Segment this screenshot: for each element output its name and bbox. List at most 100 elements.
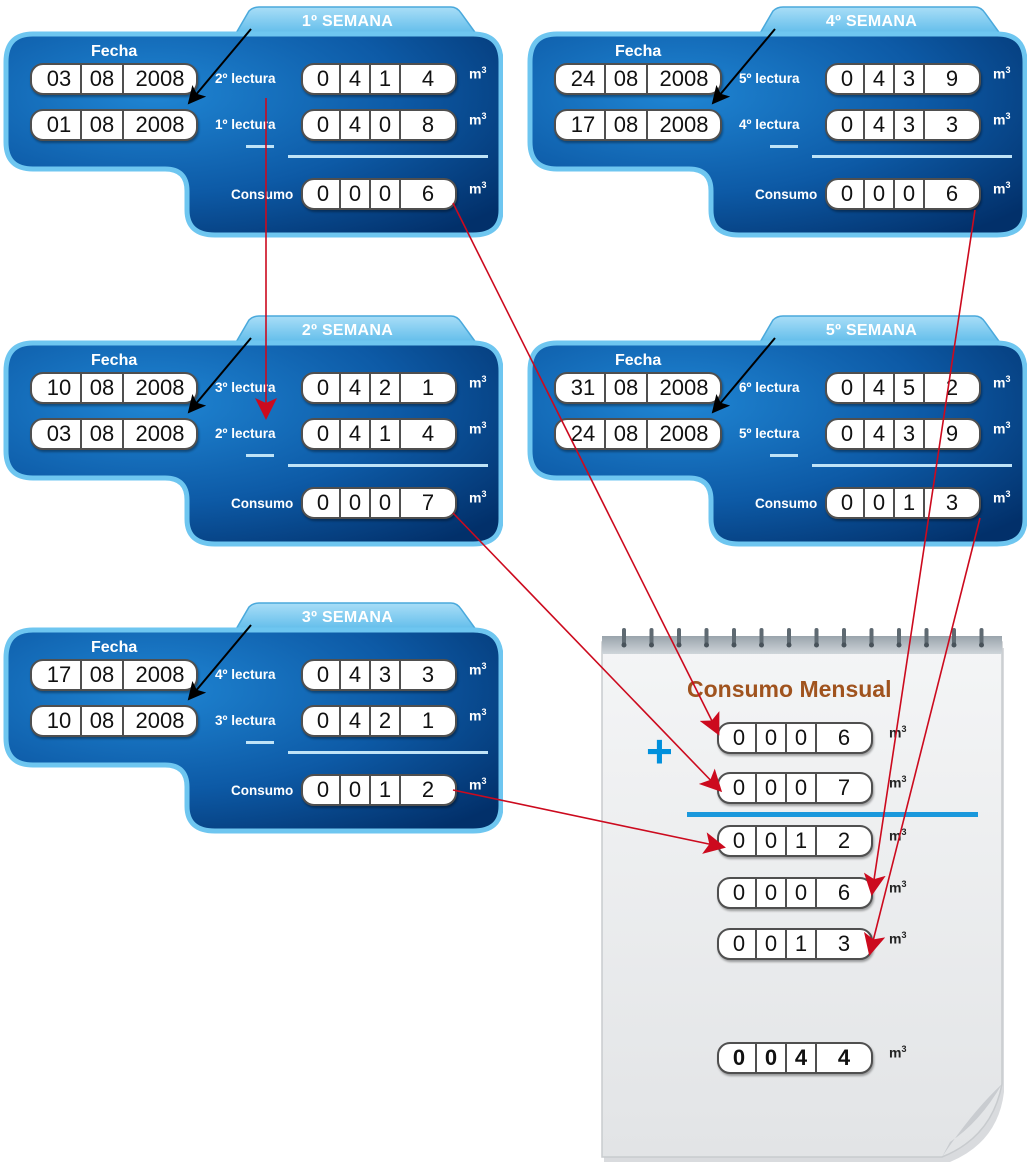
date-old-cell: 2008 (646, 420, 720, 448)
monthly-row-cell: 0 (732, 931, 746, 956)
reading-old-cell: 0 (316, 421, 330, 446)
plus-sign: + (646, 725, 673, 777)
consumo-value-cell: 1 (369, 776, 399, 804)
date-new-cell: 03 (46, 66, 72, 91)
monthly-row-cell: 7 (815, 774, 871, 802)
consumo-value-cell: 0 (339, 776, 369, 804)
monthly-total-cell: 4 (785, 1044, 815, 1072)
spiral-hole (841, 642, 847, 648)
consumo-label: Consumo (755, 187, 818, 202)
unit-label: m3 (469, 111, 487, 128)
consumo-value-cell: 7 (399, 489, 455, 517)
sum-line (687, 812, 978, 817)
reading-new-cell: 0 (316, 662, 330, 687)
reading-new-cell: 4 (339, 661, 369, 689)
unit-label: m3 (469, 776, 487, 793)
unit-label: m3 (993, 420, 1011, 437)
monthly-row-cell: 0 (755, 774, 785, 802)
date-new-cell: 08 (80, 661, 122, 689)
consumo-value-cell: 0 (339, 489, 369, 517)
reading-new-cell: 2 (369, 374, 399, 402)
consumo-value-cell: 0 (316, 777, 330, 802)
monthly-row-cell: 6 (815, 724, 871, 752)
divider-long (288, 155, 488, 158)
divider-short (770, 145, 798, 148)
reading-old-label: 3º lectura (215, 713, 276, 728)
unit-label: m3 (469, 661, 487, 678)
divider-long (812, 155, 1012, 158)
fecha-label: Fecha (615, 43, 662, 60)
reading-old-cell: 4 (399, 420, 455, 448)
unit-label: m3 (889, 930, 907, 947)
consumo-value-cell: 6 (399, 180, 455, 208)
date-new-cell: 2008 (122, 65, 196, 93)
date-new-cell: 10 (46, 375, 72, 400)
divider-short (246, 454, 274, 457)
consumo-label: Consumo (755, 496, 818, 511)
reading-old-cell: 4 (339, 111, 369, 139)
monthly-row-cell: 0 (732, 775, 746, 800)
monthly-row-cell: 6 (815, 879, 871, 907)
monthly-row-cell: 0 (732, 880, 746, 905)
reading-old-cell: 4 (339, 707, 369, 735)
consumo-label: Consumo (231, 783, 294, 798)
reading-new-cell: 4 (863, 374, 893, 402)
date-new-cell: 08 (604, 65, 646, 93)
date-old-cell: 17 (570, 112, 596, 137)
spiral-hole (759, 642, 764, 648)
fecha-label: Fecha (91, 43, 138, 60)
reading-old-cell: 9 (923, 420, 979, 448)
spiral-hole (951, 642, 957, 648)
date-old-cell: 03 (46, 421, 72, 446)
week-title: 4º SEMANA (825, 13, 918, 30)
unit-label: m3 (469, 489, 487, 506)
monthly-row-cell: 0 (755, 879, 785, 907)
reading-new-cell: 4 (339, 65, 369, 93)
reading-new-cell: 3 (399, 661, 455, 689)
fecha-label: Fecha (91, 639, 138, 656)
consumo-value-cell: 1 (893, 489, 923, 517)
date-old-cell: 2008 (122, 420, 196, 448)
monthly-total-cell: 0 (732, 1045, 746, 1070)
reading-old-cell: 3 (893, 111, 923, 139)
date-new-cell: 2008 (122, 661, 196, 689)
unit-label: m3 (469, 420, 487, 437)
date-old-cell: 08 (80, 111, 122, 139)
date-old-cell: 10 (46, 708, 72, 733)
divider-short (770, 454, 798, 457)
reading-old-label: 2º lectura (215, 426, 276, 441)
consumo-value-cell: 0 (840, 181, 854, 206)
date-new-cell: 08 (80, 374, 122, 402)
spiral-ring (842, 628, 846, 646)
date-old-cell: 08 (80, 707, 122, 735)
monthly-row-cell: 0 (732, 725, 746, 750)
spiral-hole (621, 642, 627, 648)
monthly-row-cell: 0 (755, 724, 785, 752)
date-new-cell: 2008 (646, 65, 720, 93)
date-old-cell: 2008 (646, 111, 720, 139)
reading-old-cell: 4 (863, 111, 893, 139)
reading-new-cell: 0 (840, 375, 854, 400)
reading-old-cell: 3 (923, 111, 979, 139)
reading-new-label: 4º lectura (215, 667, 276, 682)
reading-old-cell: 0 (840, 421, 854, 446)
unit-label: m3 (889, 774, 907, 791)
date-old-cell: 2008 (122, 111, 196, 139)
consumo-value-cell: 0 (893, 180, 923, 208)
consumo-value-cell: 0 (316, 490, 330, 515)
unit-label: m3 (889, 827, 907, 844)
reading-new-label: 3º lectura (215, 380, 276, 395)
unit-label: m3 (889, 724, 907, 741)
unit-label: m3 (469, 707, 487, 724)
